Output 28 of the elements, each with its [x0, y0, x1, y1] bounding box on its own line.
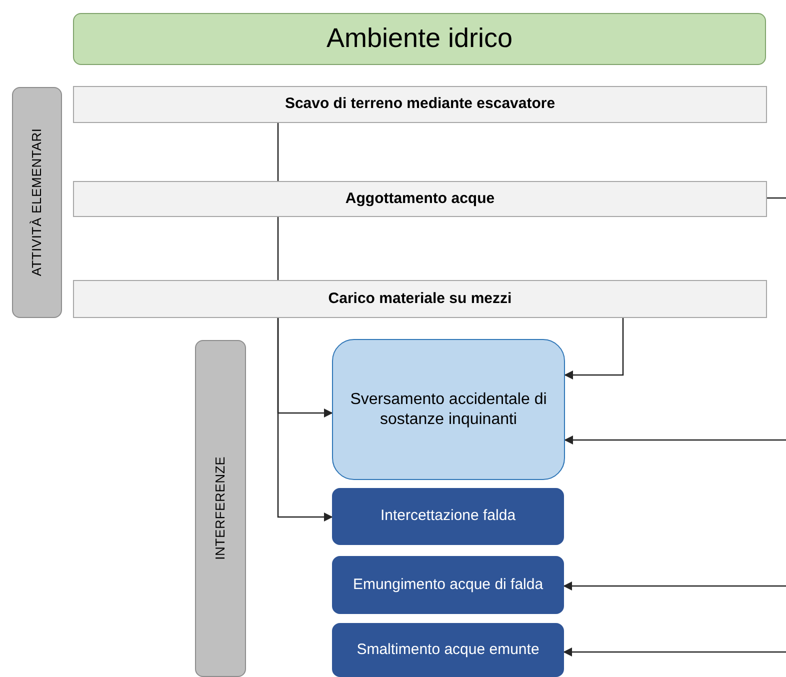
arrow — [563, 648, 786, 656]
interference-box — [332, 556, 564, 614]
node-label: Smaltimento acque emunte — [356, 640, 540, 660]
vertical-band — [195, 340, 246, 677]
arrow — [564, 436, 786, 444]
node-label: Scavo di terreno mediante escavatore — [284, 95, 556, 114]
interference-box — [332, 623, 564, 677]
node-label: Carico materiale su mezzi — [328, 290, 512, 308]
vertical-band — [12, 87, 62, 318]
band-label: ATTIVITÀ ELEMENTARI — [28, 128, 45, 276]
activity-bar — [73, 86, 767, 123]
activity-bar — [73, 181, 767, 217]
interference-box — [332, 339, 565, 480]
title-box — [73, 13, 766, 65]
node-label: Sversamento accidentale di sostanze inquinanti — [349, 390, 548, 430]
connector-line — [277, 217, 279, 280]
arrow — [563, 582, 786, 590]
node-label: Emungimento acque di falda — [352, 576, 544, 594]
node-label: Intercettazione falda — [380, 507, 516, 526]
activity-bar — [73, 280, 767, 318]
connector-line — [767, 197, 786, 199]
band-label: INTERFERENZE — [212, 456, 228, 560]
node-label: Ambiente idrico — [326, 22, 513, 56]
arrow — [564, 318, 624, 380]
arrow — [277, 318, 333, 522]
connector-line — [277, 123, 279, 181]
interference-box — [332, 488, 564, 545]
node-label: Aggottamento acque — [345, 190, 495, 208]
